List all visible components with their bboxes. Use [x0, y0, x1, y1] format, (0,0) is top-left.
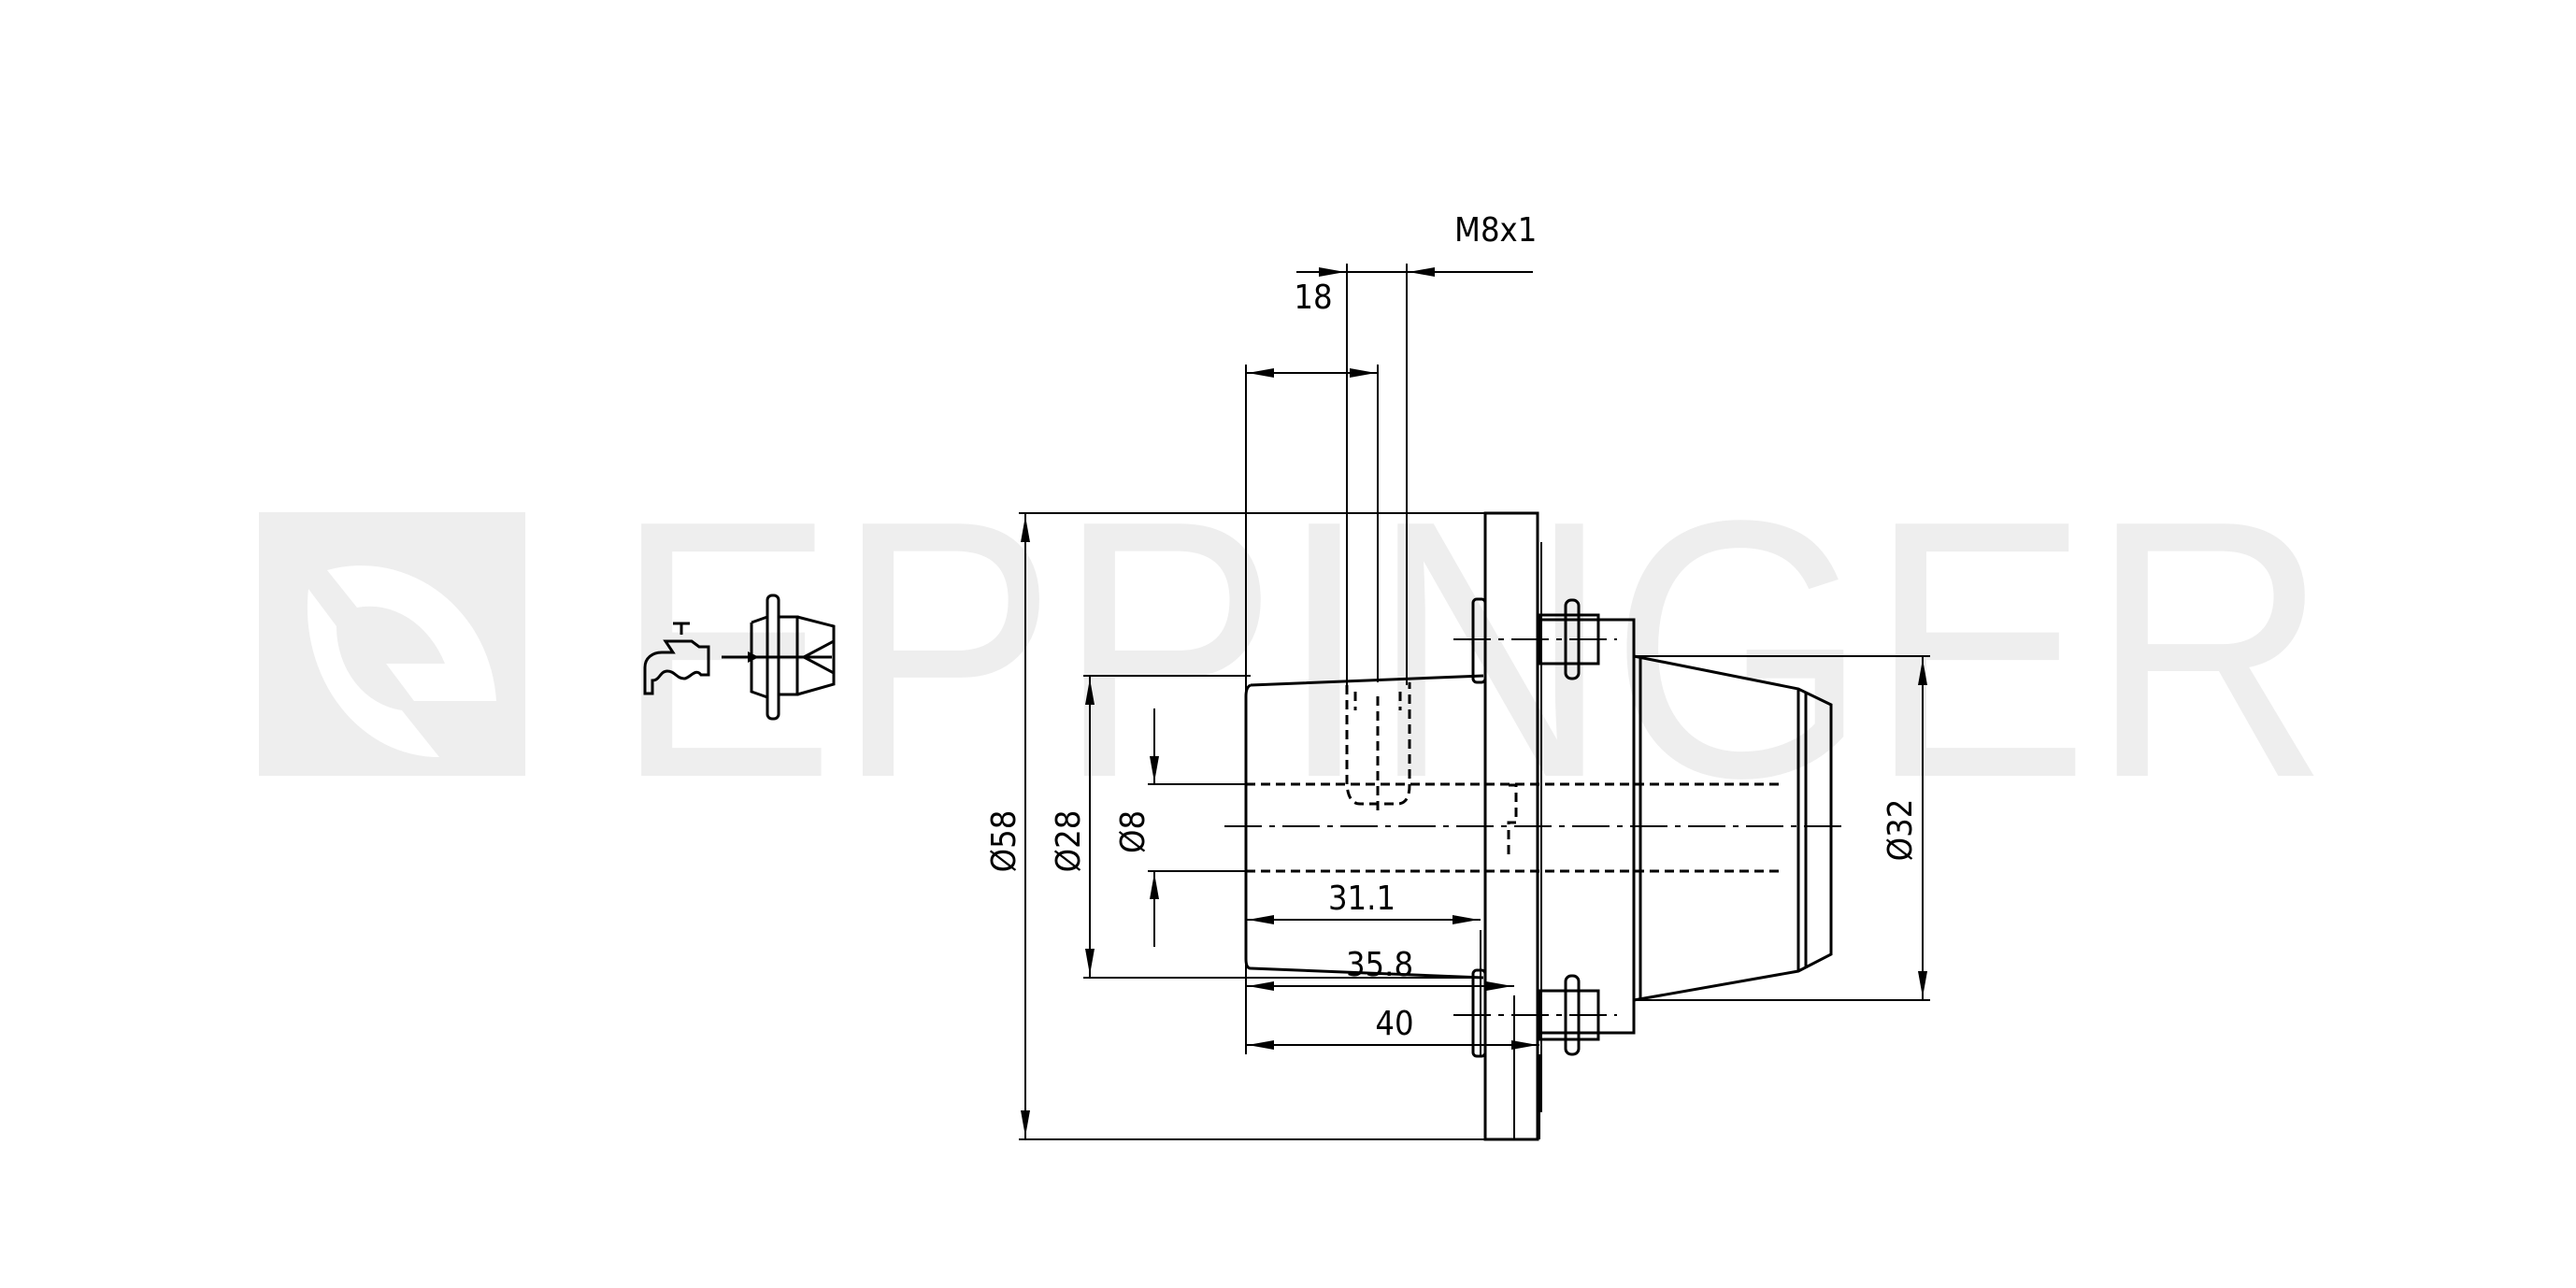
dim-length-40: 40 — [1375, 1005, 1413, 1043]
watermark-logo-e — [307, 565, 496, 758]
dim-thread: M8x1 — [1454, 211, 1537, 250]
dim-cone-diameter: Ø32 — [1882, 799, 1920, 862]
dim-outer-diameter: Ø58 — [985, 810, 1023, 873]
dim-thread-position: 18 — [1294, 279, 1332, 317]
tool-holder-part — [1224, 511, 1846, 1141]
dim-shank-diameter: Ø28 — [1050, 810, 1088, 873]
eppinger-watermark: EPPINGER — [259, 445, 2329, 854]
dim-bore-diameter: Ø8 — [1114, 810, 1152, 853]
dimension-labels: Ø58 Ø28 Ø8 Ø32 M8x1 18 31.1 35.8 40 — [985, 211, 1920, 1043]
dim-length-35-8: 35.8 — [1346, 946, 1413, 984]
dim-length-31-1: 31.1 — [1328, 880, 1395, 918]
dimension-lines — [1019, 264, 1930, 1140]
coolant-tap-icon — [643, 622, 710, 695]
tool-holder-coolant-symbol-icon — [722, 594, 836, 721]
